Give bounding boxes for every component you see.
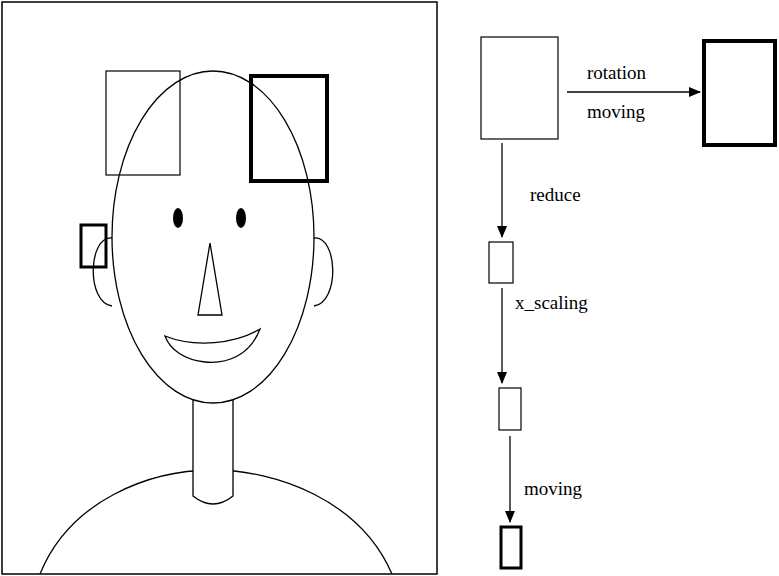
template-rect <box>481 37 558 139</box>
mouth <box>165 329 260 362</box>
left-ear <box>93 238 112 306</box>
matched-rect <box>81 225 106 267</box>
transform-label: rotation <box>587 62 646 84</box>
picture-frame <box>2 2 437 574</box>
transform-label: reduce <box>530 184 581 206</box>
transformed-rect <box>704 41 775 145</box>
scaled-rect <box>499 388 521 430</box>
transform-arrow <box>501 288 502 383</box>
neck <box>193 392 233 504</box>
eye <box>236 208 246 228</box>
transform-arrow <box>501 143 502 237</box>
head <box>112 71 314 403</box>
reduced-rect <box>489 242 513 283</box>
nose <box>198 243 222 315</box>
matched-rect <box>251 76 327 181</box>
transform-arrow <box>567 91 700 92</box>
right-ear <box>314 238 333 306</box>
transform-label: moving <box>524 478 582 500</box>
template-rect <box>106 71 180 175</box>
moved-rect <box>501 527 521 568</box>
transform-label: moving <box>587 101 645 123</box>
transform-label: x_scaling <box>515 292 588 314</box>
eye <box>173 208 183 228</box>
transform-arrow <box>509 436 510 522</box>
